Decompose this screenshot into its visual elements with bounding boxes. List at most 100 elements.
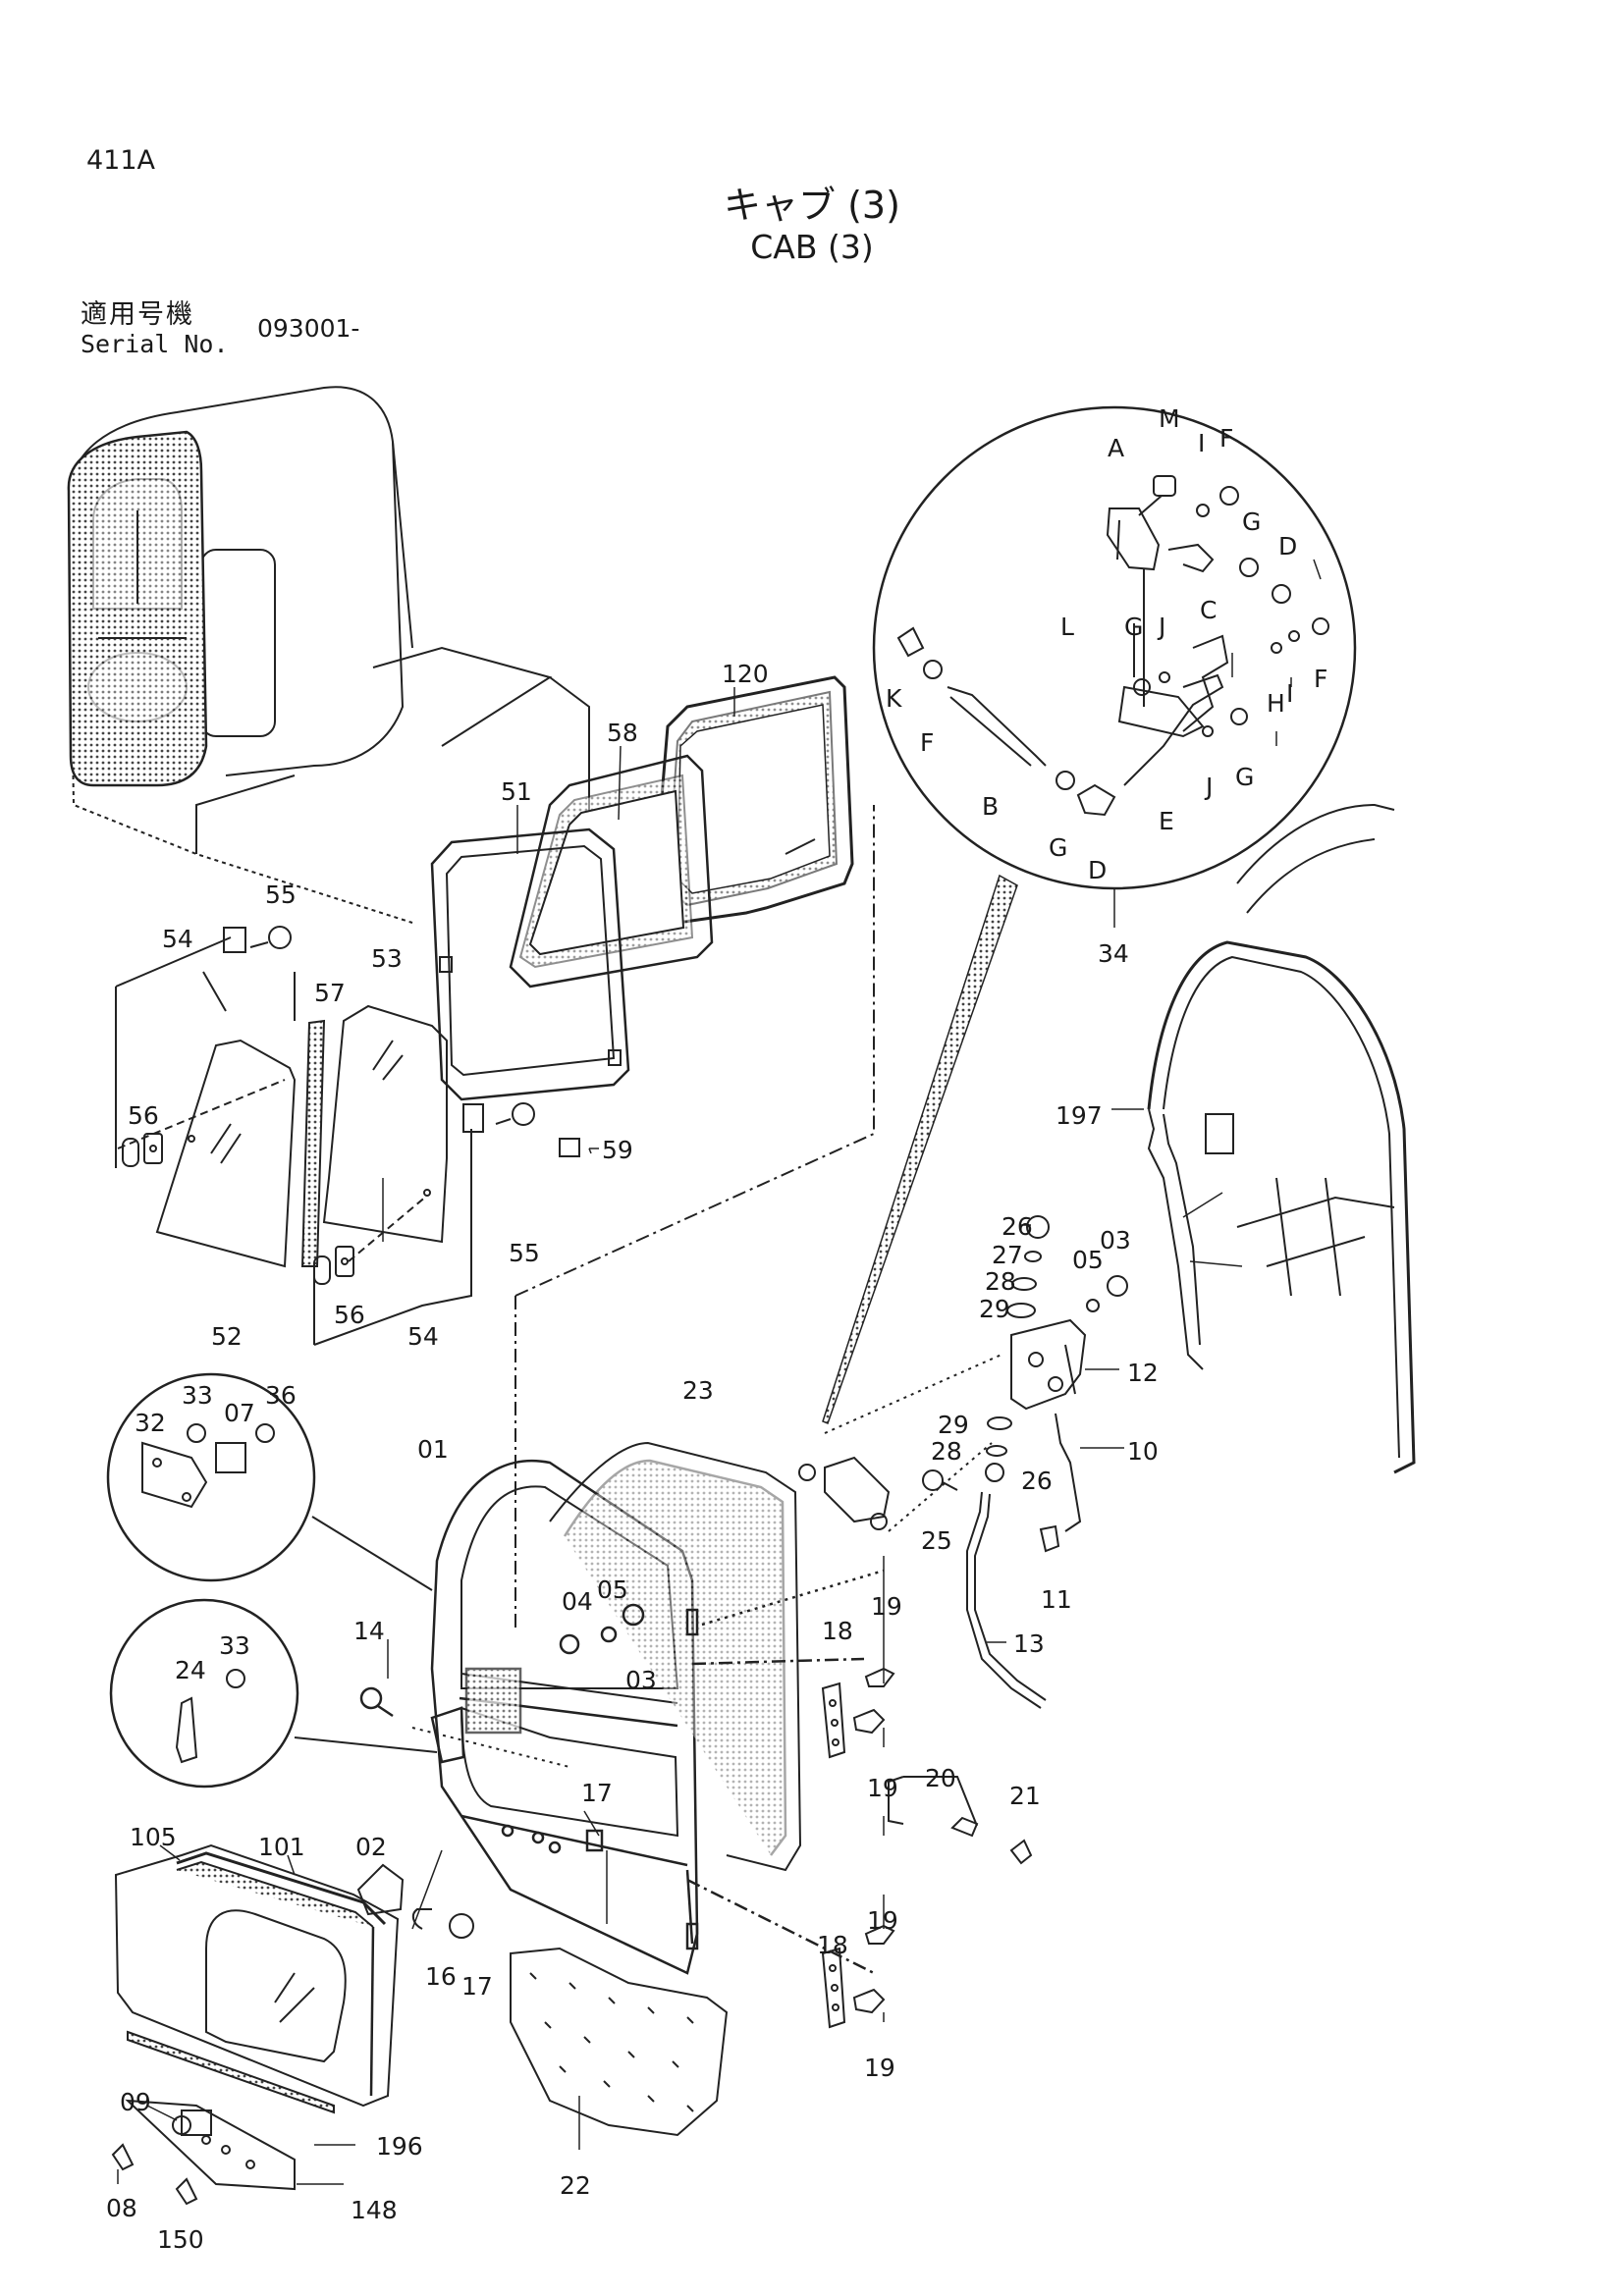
callout-55: 55 xyxy=(265,881,297,909)
callout-G: G xyxy=(1124,613,1143,641)
callout-26: 26 xyxy=(1021,1467,1053,1495)
callout-56: 56 xyxy=(128,1101,159,1130)
callout-G: G xyxy=(1242,507,1261,536)
latch-inset-illustration xyxy=(106,1372,433,1591)
callout-17: 17 xyxy=(581,1779,613,1807)
callout-23: 23 xyxy=(682,1376,714,1405)
callout-24: 24 xyxy=(175,1656,206,1684)
callout-I: I xyxy=(1198,429,1205,457)
callout-59: 59 xyxy=(602,1136,633,1164)
callout-25: 25 xyxy=(921,1526,952,1555)
callout-A: A xyxy=(1108,434,1124,462)
callout-26: 26 xyxy=(1001,1212,1033,1241)
callout-K: K xyxy=(886,684,902,713)
callout-04: 04 xyxy=(562,1587,593,1616)
serial-label-english: Serial No. xyxy=(81,330,229,358)
callout-G: G xyxy=(1235,763,1254,791)
callout-13: 13 xyxy=(1013,1629,1045,1658)
window-parts-illustration xyxy=(115,675,875,1629)
serial-number: 093001- xyxy=(257,314,360,343)
callout-02: 02 xyxy=(355,1833,387,1861)
callout-55: 55 xyxy=(509,1239,540,1267)
callout-33: 33 xyxy=(182,1381,213,1410)
hinge-illustration xyxy=(411,1667,1033,2029)
callout-34: 34 xyxy=(1098,939,1129,968)
callout-19: 19 xyxy=(871,1592,902,1621)
callout-05: 05 xyxy=(597,1575,628,1604)
callout-I: I xyxy=(1286,679,1293,708)
door-illustration xyxy=(359,1441,885,1975)
callout-28: 28 xyxy=(931,1437,962,1466)
callout-32: 32 xyxy=(135,1409,166,1437)
callout-29: 29 xyxy=(938,1411,969,1439)
callout-27: 27 xyxy=(992,1241,1023,1269)
callout-105: 105 xyxy=(130,1823,177,1851)
callout-120: 120 xyxy=(722,660,769,688)
callout-148: 148 xyxy=(351,2196,398,2224)
page-title-english: CAB (3) xyxy=(750,228,874,266)
callout-54: 54 xyxy=(162,925,193,953)
callout-01: 01 xyxy=(417,1435,449,1464)
callout-196: 196 xyxy=(376,2132,423,2161)
callout-101: 101 xyxy=(258,1833,305,1861)
callout-F: F xyxy=(920,728,934,757)
callout-19: 19 xyxy=(864,2054,895,2082)
callout-G: G xyxy=(1049,833,1067,862)
callout-56: 56 xyxy=(334,1301,365,1329)
callout-07: 07 xyxy=(224,1399,255,1427)
callout-D: D xyxy=(1088,856,1107,884)
lock-assembly-illustration xyxy=(798,1215,1128,1709)
callout-52: 52 xyxy=(211,1322,243,1351)
callout-B: B xyxy=(982,792,999,821)
serial-label-japanese: 適用号機 xyxy=(81,299,194,330)
callout-M: M xyxy=(1159,404,1180,433)
callout-H: H xyxy=(1267,689,1285,718)
callout-18: 18 xyxy=(822,1617,853,1645)
callout-E: E xyxy=(1159,807,1174,835)
callout-12: 12 xyxy=(1127,1359,1159,1387)
callout-L: L xyxy=(1060,613,1074,641)
callout-03: 03 xyxy=(625,1666,657,1694)
callout-C: C xyxy=(1200,596,1217,624)
callout-14: 14 xyxy=(353,1617,385,1645)
callout-03: 03 xyxy=(1100,1226,1131,1255)
callout-20: 20 xyxy=(925,1764,956,1792)
callout-51: 51 xyxy=(501,777,532,806)
bracket-inset-illustration xyxy=(109,1598,438,1789)
callout-36: 36 xyxy=(265,1381,297,1410)
insulation-panel-illustration xyxy=(510,1947,729,2137)
callout-29: 29 xyxy=(979,1295,1010,1323)
callout-58: 58 xyxy=(607,719,638,747)
callout-F: F xyxy=(1314,665,1327,693)
door-panel-illustration xyxy=(111,1843,474,2206)
callout-19: 19 xyxy=(867,1774,898,1802)
callout-11: 11 xyxy=(1041,1585,1072,1614)
callout-labels: 120 58 51 55 54 57 53 56 52 56 54 55 59 … xyxy=(106,404,1327,2254)
callout-08: 08 xyxy=(106,2194,137,2222)
callout-D: D xyxy=(1278,532,1297,561)
leader-lines xyxy=(117,559,1322,2185)
callout-10: 10 xyxy=(1127,1437,1159,1466)
callout-57: 57 xyxy=(314,979,346,1007)
callout-53: 53 xyxy=(371,944,403,973)
callout-21: 21 xyxy=(1009,1782,1041,1810)
callout-28: 28 xyxy=(985,1267,1016,1296)
callout-J: J xyxy=(1204,773,1213,801)
page-number: 411A xyxy=(86,145,156,176)
door-frame-illustration xyxy=(1147,803,1416,1474)
callout-17: 17 xyxy=(461,1972,493,2001)
latch-detail-illustration xyxy=(872,405,1357,890)
callout-150: 150 xyxy=(157,2225,204,2254)
callout-J: J xyxy=(1157,613,1165,641)
callout-09: 09 xyxy=(120,2088,151,2116)
callout-18: 18 xyxy=(817,1931,848,1959)
callout-16: 16 xyxy=(425,1962,457,1991)
detail-pointer xyxy=(822,874,1018,1424)
callout-54: 54 xyxy=(407,1322,439,1351)
cab-overview-illustration xyxy=(67,386,590,924)
callout-22: 22 xyxy=(560,2171,591,2200)
callout-19: 19 xyxy=(867,1906,898,1935)
callout-33: 33 xyxy=(219,1631,250,1660)
callout-05: 05 xyxy=(1072,1246,1104,1274)
